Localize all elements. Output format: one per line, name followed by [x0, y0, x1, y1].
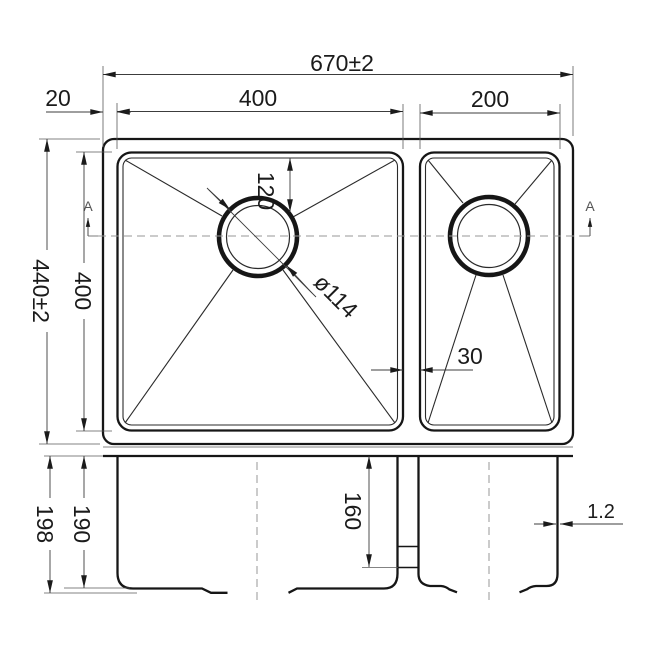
section-dimensions: 198 190 160 1.2 — [32, 455, 623, 594]
section-label-left: A — [83, 198, 93, 214]
small-bowl-profile-left — [417, 456, 458, 594]
sink-outer-edge — [101, 137, 575, 446]
main-bowl-drain — [216, 195, 300, 279]
plan-dimensions: 670±2 20 400 200 440±2 400 120 ø114 30 — [27, 50, 574, 445]
dim-overall-depth: 440±2 — [28, 259, 54, 323]
dim-small-bowl-width: 200 — [471, 86, 509, 112]
section-view — [103, 446, 573, 602]
small-bowl-profile-right — [519, 456, 559, 594]
dim-outer-depth: 198 — [32, 505, 58, 543]
dim-main-bowl-width: 400 — [239, 85, 277, 111]
dim-drain-offset: 120 — [253, 172, 279, 210]
main-bowl-inner-edge — [122, 157, 399, 426]
section-label-right: A — [585, 198, 595, 214]
main-bowl-profile-left — [116, 456, 228, 594]
dim-divider-width: 30 — [457, 343, 483, 369]
small-bowl-slope-lines — [427, 159, 553, 424]
dim-small-bowl-depth: 160 — [340, 492, 366, 530]
main-bowl-slope-lines — [124, 159, 396, 424]
dim-overall-width: 670±2 — [310, 50, 374, 76]
dim-drain-diameter: ø114 — [309, 269, 363, 323]
main-bowl-profile-right — [287, 456, 399, 594]
small-bowl-inner-edge — [424, 157, 555, 426]
dim-bowl-depth: 400 — [70, 272, 96, 310]
small-bowl-edge — [418, 151, 561, 432]
section-marker-left: A — [83, 198, 98, 237]
dim-rim-offset: 20 — [45, 85, 71, 111]
dim-main-bowl-depth: 190 — [69, 505, 95, 543]
dim-wall-thickness: 1.2 — [587, 501, 615, 523]
main-bowl-edge — [116, 151, 405, 432]
section-marker-right: A — [580, 198, 595, 237]
plan-view: A A — [83, 137, 595, 446]
